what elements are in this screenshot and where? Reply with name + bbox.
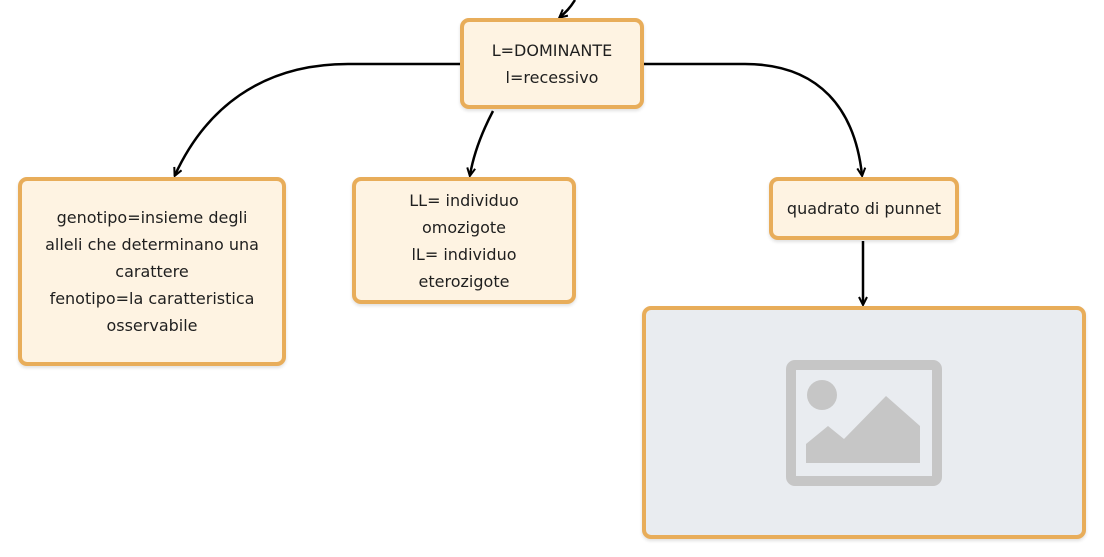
node-omozigote-eterozigote-text: LL= individuo omozigote lL= individuo et… [409,190,519,291]
node-omozigote-eterozigote[interactable]: LL= individuo omozigote lL= individuo et… [352,177,576,304]
edge-root-ll [470,110,495,175]
edge-root-punnet [644,62,862,175]
node-image-placeholder[interactable] [642,306,1086,539]
node-quadrato-di-punnet-text: quadrato di punnet [786,199,942,218]
edge-incoming-root [560,0,577,17]
edge-root-genotipo [175,62,460,175]
node-dominante-recessivo[interactable]: L=DOMINANTE l=recessivo [460,18,644,109]
node-genotipo-fenotipo-text: genotipo=insieme degli alleli che determ… [45,208,259,335]
node-genotipo-fenotipo[interactable]: genotipo=insieme degli alleli che determ… [18,177,286,366]
node-dominante-recessivo-text: L=DOMINANTE l=recessivo [491,40,613,87]
node-quadrato-di-punnet[interactable]: quadrato di punnet [769,177,959,240]
image-placeholder-icon [786,359,942,486]
